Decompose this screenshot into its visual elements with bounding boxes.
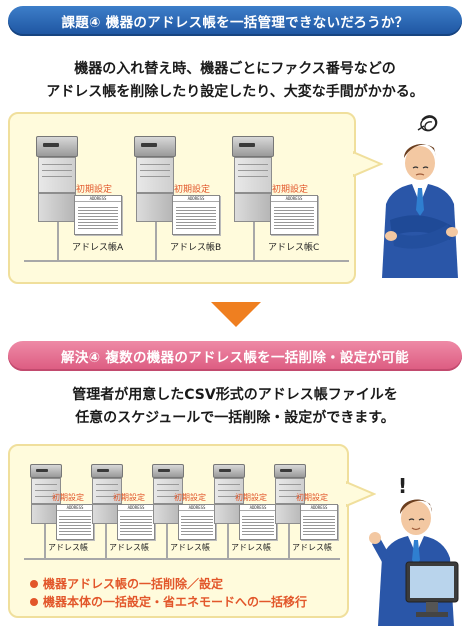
address-book-header: ADDRESS bbox=[118, 505, 154, 511]
speech-bubble-tail bbox=[346, 480, 376, 508]
initial-setting-label: 初期設定 bbox=[113, 493, 145, 502]
initial-setting-label: 初期設定 bbox=[296, 493, 328, 502]
network-drop-line bbox=[57, 222, 59, 261]
multifunction-printer bbox=[274, 464, 306, 524]
feature-list: 機器アドレス帳の一括削除／設定 機器本体の一括設定・省エネモードへの一括移行 bbox=[30, 575, 307, 611]
network-drop-line bbox=[253, 222, 255, 261]
address-book-label: アドレス帳 bbox=[48, 543, 88, 552]
address-book-header: ADDRESS bbox=[271, 196, 317, 202]
issue-description-line-1: 機器の入れ替え時、機器ごとにファクス番号などの bbox=[74, 61, 396, 77]
feature-item: 機器本体の一括設定・省エネモードへの一括移行 bbox=[30, 593, 307, 611]
initial-setting-label: 初期設定 bbox=[272, 185, 309, 195]
address-book-icon: ADDRESS bbox=[172, 195, 220, 235]
solution-banner: 解決④ 複数の機器のアドレス帳を一括削除・設定が可能 bbox=[8, 341, 462, 371]
initial-setting-label: 初期設定 bbox=[76, 185, 113, 195]
initial-setting-label: 初期設定 bbox=[235, 493, 267, 502]
worried-businessman-illustration bbox=[382, 115, 458, 278]
network-drop-line bbox=[155, 222, 157, 261]
address-book-label: アドレス帳A bbox=[72, 243, 124, 253]
address-book-label: アドレス帳 bbox=[292, 543, 332, 552]
multifunction-printer bbox=[232, 136, 274, 222]
issue-title: 課題④ 機器のアドレス帳を一括管理できないだろうか？ bbox=[61, 15, 409, 31]
address-book-header: ADDRESS bbox=[240, 505, 276, 511]
feature-text: 機器本体の一括設定・省エネモードへの一括移行 bbox=[43, 595, 308, 609]
multifunction-printer bbox=[30, 464, 62, 524]
solution-description: 管理者が用意したCSV形式のアドレス帳ファイルを 任意のスケジュールで一括削除・… bbox=[0, 384, 470, 430]
solution-title: 解決④ 複数の機器のアドレス帳を一括削除・設定が可能 bbox=[61, 350, 409, 366]
issue-banner: 課題④ 機器のアドレス帳を一括管理できないだろうか？ bbox=[8, 6, 462, 36]
network-drop-line bbox=[105, 520, 107, 559]
confusion-scribble-icon bbox=[417, 115, 438, 132]
solution-panel: 初期設定 ADDRESS アドレス帳 初期設定 ADDRESS アドレス帳 初期… bbox=[8, 444, 349, 618]
network-drop-line bbox=[166, 520, 168, 559]
speech-bubble-tail bbox=[353, 150, 383, 178]
feature-item: 機器アドレス帳の一括削除／設定 bbox=[30, 575, 307, 593]
solution-description-line-1: 管理者が用意したCSV形式のアドレス帳ファイルを bbox=[72, 387, 398, 403]
address-book-header: ADDRESS bbox=[57, 505, 93, 511]
address-book-label: アドレス帳 bbox=[231, 543, 271, 552]
network-line bbox=[24, 558, 340, 560]
address-book-icon: ADDRESS bbox=[117, 504, 155, 540]
exclamation-mark: ! bbox=[398, 474, 408, 498]
address-book-label: アドレス帳 bbox=[170, 543, 210, 552]
address-book-icon: ADDRESS bbox=[56, 504, 94, 540]
initial-setting-label: 初期設定 bbox=[52, 493, 84, 502]
network-line bbox=[24, 260, 349, 262]
address-book-icon: ADDRESS bbox=[239, 504, 277, 540]
multifunction-printer bbox=[134, 136, 176, 222]
address-book-label: アドレス帳B bbox=[170, 243, 222, 253]
multifunction-printer bbox=[91, 464, 123, 524]
address-book-header: ADDRESS bbox=[301, 505, 337, 511]
bullet-icon bbox=[30, 580, 38, 588]
initial-setting-label: 初期設定 bbox=[174, 493, 206, 502]
feature-text: 機器アドレス帳の一括削除／設定 bbox=[43, 577, 224, 591]
issue-panel: 初期設定 ADDRESS アドレス帳A 初期設定 ADDRESS アドレス帳B … bbox=[8, 112, 356, 284]
network-drop-line bbox=[227, 520, 229, 559]
solution-description-line-2: 任意のスケジュールで一括削除・設定ができます。 bbox=[75, 410, 395, 426]
address-book-header: ADDRESS bbox=[173, 196, 219, 202]
issue-description-line-2: アドレス帳を削除したり設定したり、大変な手間がかかる。 bbox=[46, 84, 424, 100]
initial-setting-label: 初期設定 bbox=[174, 185, 211, 195]
multifunction-printer bbox=[36, 136, 78, 222]
address-book-header: ADDRESS bbox=[75, 196, 121, 202]
multifunction-printer bbox=[152, 464, 184, 524]
address-book-icon: ADDRESS bbox=[270, 195, 318, 235]
bullet-icon bbox=[30, 598, 38, 606]
address-book-header: ADDRESS bbox=[179, 505, 215, 511]
network-drop-line bbox=[288, 520, 290, 559]
address-book-label: アドレス帳C bbox=[268, 243, 320, 253]
address-book-icon: ADDRESS bbox=[300, 504, 338, 540]
issue-description: 機器の入れ替え時、機器ごとにファクス番号などの アドレス帳を削除したり設定したり… bbox=[0, 58, 470, 104]
address-book-icon: ADDRESS bbox=[178, 504, 216, 540]
multifunction-printer bbox=[213, 464, 245, 524]
businessman-at-computer-illustration bbox=[369, 499, 459, 626]
network-drop-line bbox=[44, 520, 46, 559]
address-book-icon: ADDRESS bbox=[74, 195, 122, 235]
transition-arrow-icon bbox=[211, 302, 261, 327]
address-book-label: アドレス帳 bbox=[109, 543, 149, 552]
